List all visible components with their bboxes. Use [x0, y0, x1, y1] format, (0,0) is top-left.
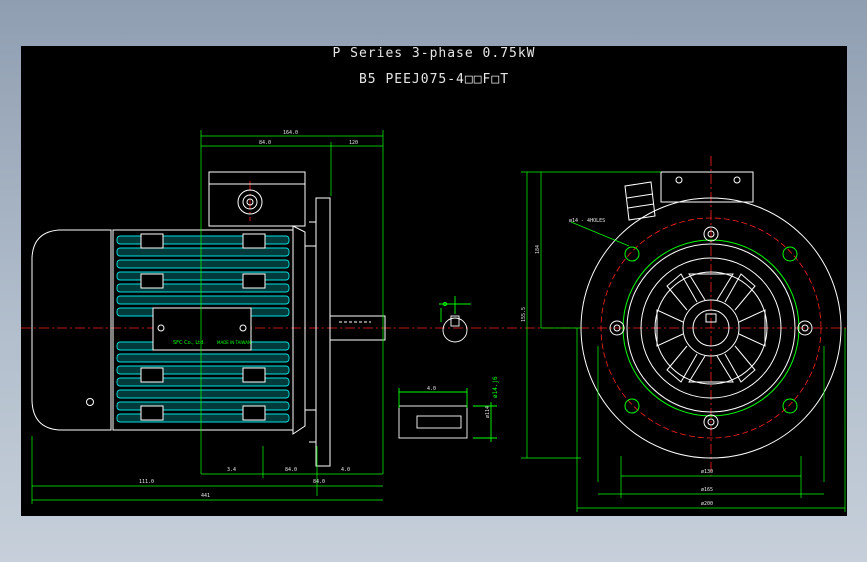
flange-bolt-holes [609, 226, 813, 430]
motor-drawing: SFC Co., Ltd. MADE IN TAIWAN 164.0 84 [21, 130, 847, 512]
fan-cover [31, 229, 112, 431]
dim-top-right: 120 [349, 140, 358, 146]
shaft-dim-text: 4.0 ø114 ø14.j6 [427, 376, 499, 418]
shaft-detail [398, 296, 497, 442]
nameplate-maker: SFC Co., Ltd. [173, 340, 205, 346]
dim-bottom-a: 3.4 [227, 467, 236, 473]
dim-pcd2: ø165 [701, 487, 713, 493]
dim-height: 155.5 [521, 307, 527, 322]
bolt-bosses [140, 233, 266, 421]
dim-bottom-c: 4.0 [341, 467, 350, 473]
dim-top-left: 84.0 [259, 140, 271, 146]
terminal-box [208, 171, 306, 227]
dim-mid-left: 111.0 [139, 479, 154, 485]
centerlines [21, 156, 847, 476]
front-cable-gland-icon [624, 181, 656, 221]
nameplate-origin: MADE IN TAIWAN [217, 340, 251, 345]
front-terminal-box [660, 171, 754, 203]
drawing-title: P Series 3-phase 0.75kW [332, 46, 536, 61]
cable-gland-icon [237, 189, 263, 215]
nameplate: SFC Co., Ltd. MADE IN TAIWAN [152, 307, 252, 351]
cad-viewport[interactable]: SFC Co., Ltd. MADE IN TAIWAN 164.0 84 [21, 46, 847, 516]
dim-mid-right: 84.0 [313, 479, 325, 485]
dim-top-total: 164.0 [283, 130, 298, 136]
dim-flange-hole: ø14 - 4HOLES [569, 218, 605, 224]
front-dimensions [521, 171, 846, 512]
front-view [580, 171, 842, 459]
dim-center-height: 184 [535, 245, 541, 254]
dim-outer: ø200 [701, 501, 713, 507]
dim-bottom-b: 84.0 [285, 467, 297, 473]
shaft [329, 315, 386, 341]
dim-shaft-len: 4.0 [427, 386, 436, 392]
flange [315, 197, 331, 467]
drawing-model: B5 PEEJ075-4□□F□T [358, 72, 510, 87]
dim-pcd1: ø130 [701, 469, 713, 475]
side-dim-text: 164.0 84.0 120 3.4 84.0 4.0 111.0 84.0 4… [139, 130, 358, 499]
side-view [31, 171, 386, 467]
dim-key-dia: ø14.j6 [492, 376, 499, 398]
dim-overall: 441 [201, 493, 210, 499]
front-dim-text: ø14 - 4HOLES 184 155.5 ø130 ø165 ø200 [521, 218, 713, 507]
front-spokes [656, 273, 766, 383]
dim-shaft-dia: ø114 [485, 406, 491, 418]
side-dimensions [31, 130, 384, 504]
